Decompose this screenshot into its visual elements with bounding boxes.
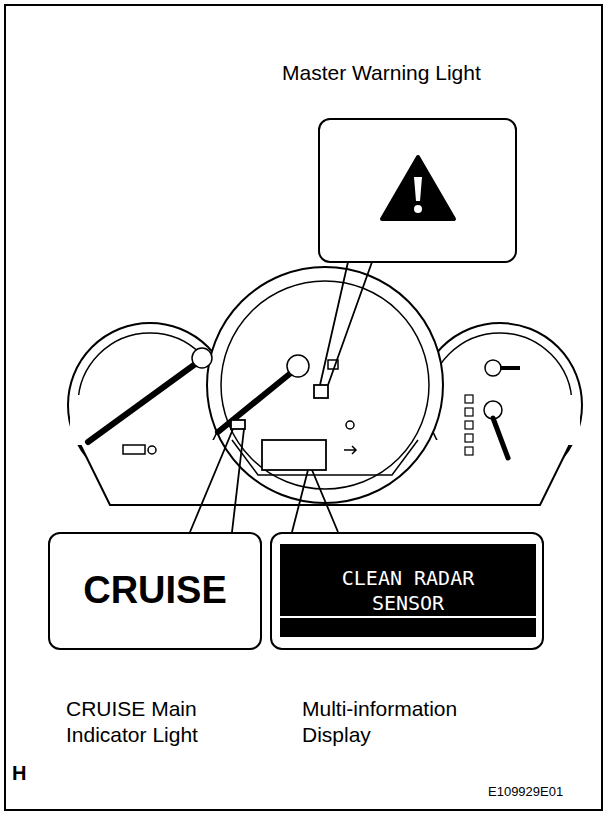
callout-caption: CRUISE Main Indicator Light <box>66 696 236 749</box>
cruise-callout-box: CRUISECRUISE Main Indicator Light <box>48 532 262 650</box>
callout-text: CLEAN RADAR SENSOR <box>328 566 488 616</box>
display-underline <box>280 616 536 618</box>
callout-caption: Master Warning Light <box>282 60 522 86</box>
callout-caption: Multi-information Display <box>302 696 512 749</box>
frame <box>5 5 602 810</box>
figure-number: E109929E01 <box>488 784 563 799</box>
warning-triangle <box>378 153 458 223</box>
display-screen: CLEAN RADAR SENSOR <box>280 544 536 637</box>
warning-callout-box: Master Warning Light <box>318 118 517 263</box>
callout-text: CRUISE <box>83 567 227 615</box>
display-callout-box: Multi-information DisplayCLEAN RADAR SEN… <box>270 532 544 650</box>
sheet-letter: H <box>12 762 26 785</box>
